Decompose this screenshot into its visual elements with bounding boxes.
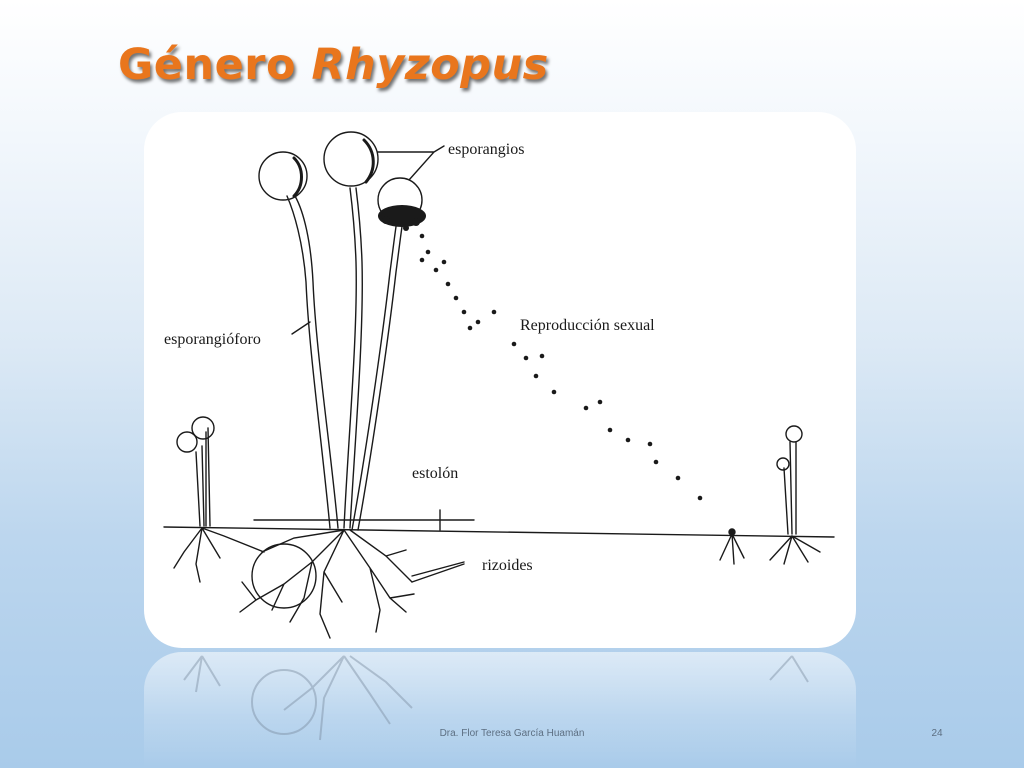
small-rhizoids-right bbox=[769, 535, 821, 565]
germinating-spore bbox=[719, 533, 745, 565]
esporangios-pointer bbox=[377, 145, 445, 181]
sporangiophore-right bbox=[351, 213, 399, 531]
sporangium-shade bbox=[362, 138, 375, 184]
small-plant-right bbox=[783, 441, 797, 535]
small-rhizoids-left bbox=[173, 527, 265, 583]
label-rizoides: rizoides bbox=[482, 557, 533, 574]
sporangiophore-left bbox=[286, 195, 331, 529]
sporangium-icon bbox=[258, 151, 308, 201]
label-esporangios: esporangios bbox=[448, 141, 524, 158]
small-plant-left bbox=[195, 427, 211, 527]
sporangiophore-left bbox=[294, 195, 339, 529]
slide-number: 24 bbox=[931, 728, 943, 739]
substrate-line bbox=[163, 526, 835, 538]
small-sporangium-icon bbox=[191, 416, 215, 440]
label-estolon: estolón bbox=[412, 465, 458, 482]
rhizoids-main bbox=[239, 529, 415, 639]
footer-author: Dra. Flor Teresa García Huamán bbox=[439, 728, 585, 739]
sporangium-icon bbox=[323, 131, 379, 187]
small-sporangium-icon bbox=[785, 425, 803, 443]
sporangium-shade bbox=[292, 156, 303, 198]
small-sporangium-icon bbox=[176, 431, 198, 453]
sporangiophore-middle bbox=[349, 187, 363, 529]
sporangiophore-middle bbox=[343, 187, 357, 529]
spore-cluster bbox=[378, 205, 426, 231]
small-sporangium-icon bbox=[776, 457, 790, 471]
title-italic: Rhyzopus bbox=[311, 40, 549, 90]
germinating-spore-dot bbox=[728, 528, 736, 536]
esporangioforo-pointer bbox=[291, 321, 311, 335]
rhizoid-detail-circle bbox=[251, 543, 317, 609]
spore-trail bbox=[419, 233, 703, 501]
title-main: Género bbox=[118, 40, 296, 90]
label-esporangioforo: esporangióforo bbox=[164, 331, 261, 348]
rizoides-pointer bbox=[411, 561, 465, 583]
rhyzopus-diagram: esporangios Reproducción sexual esporang… bbox=[144, 112, 856, 648]
estolon-marker bbox=[253, 509, 475, 531]
reflection-svg bbox=[183, 655, 809, 741]
diagram-svg: esporangios Reproducción sexual esporang… bbox=[163, 131, 835, 639]
figure-reflection bbox=[144, 652, 856, 768]
label-reproduccion-sexual: Reproducción sexual bbox=[520, 317, 655, 334]
sporangiophore-right bbox=[357, 213, 405, 531]
slide-title: Género Rhyzopus bbox=[118, 40, 549, 90]
